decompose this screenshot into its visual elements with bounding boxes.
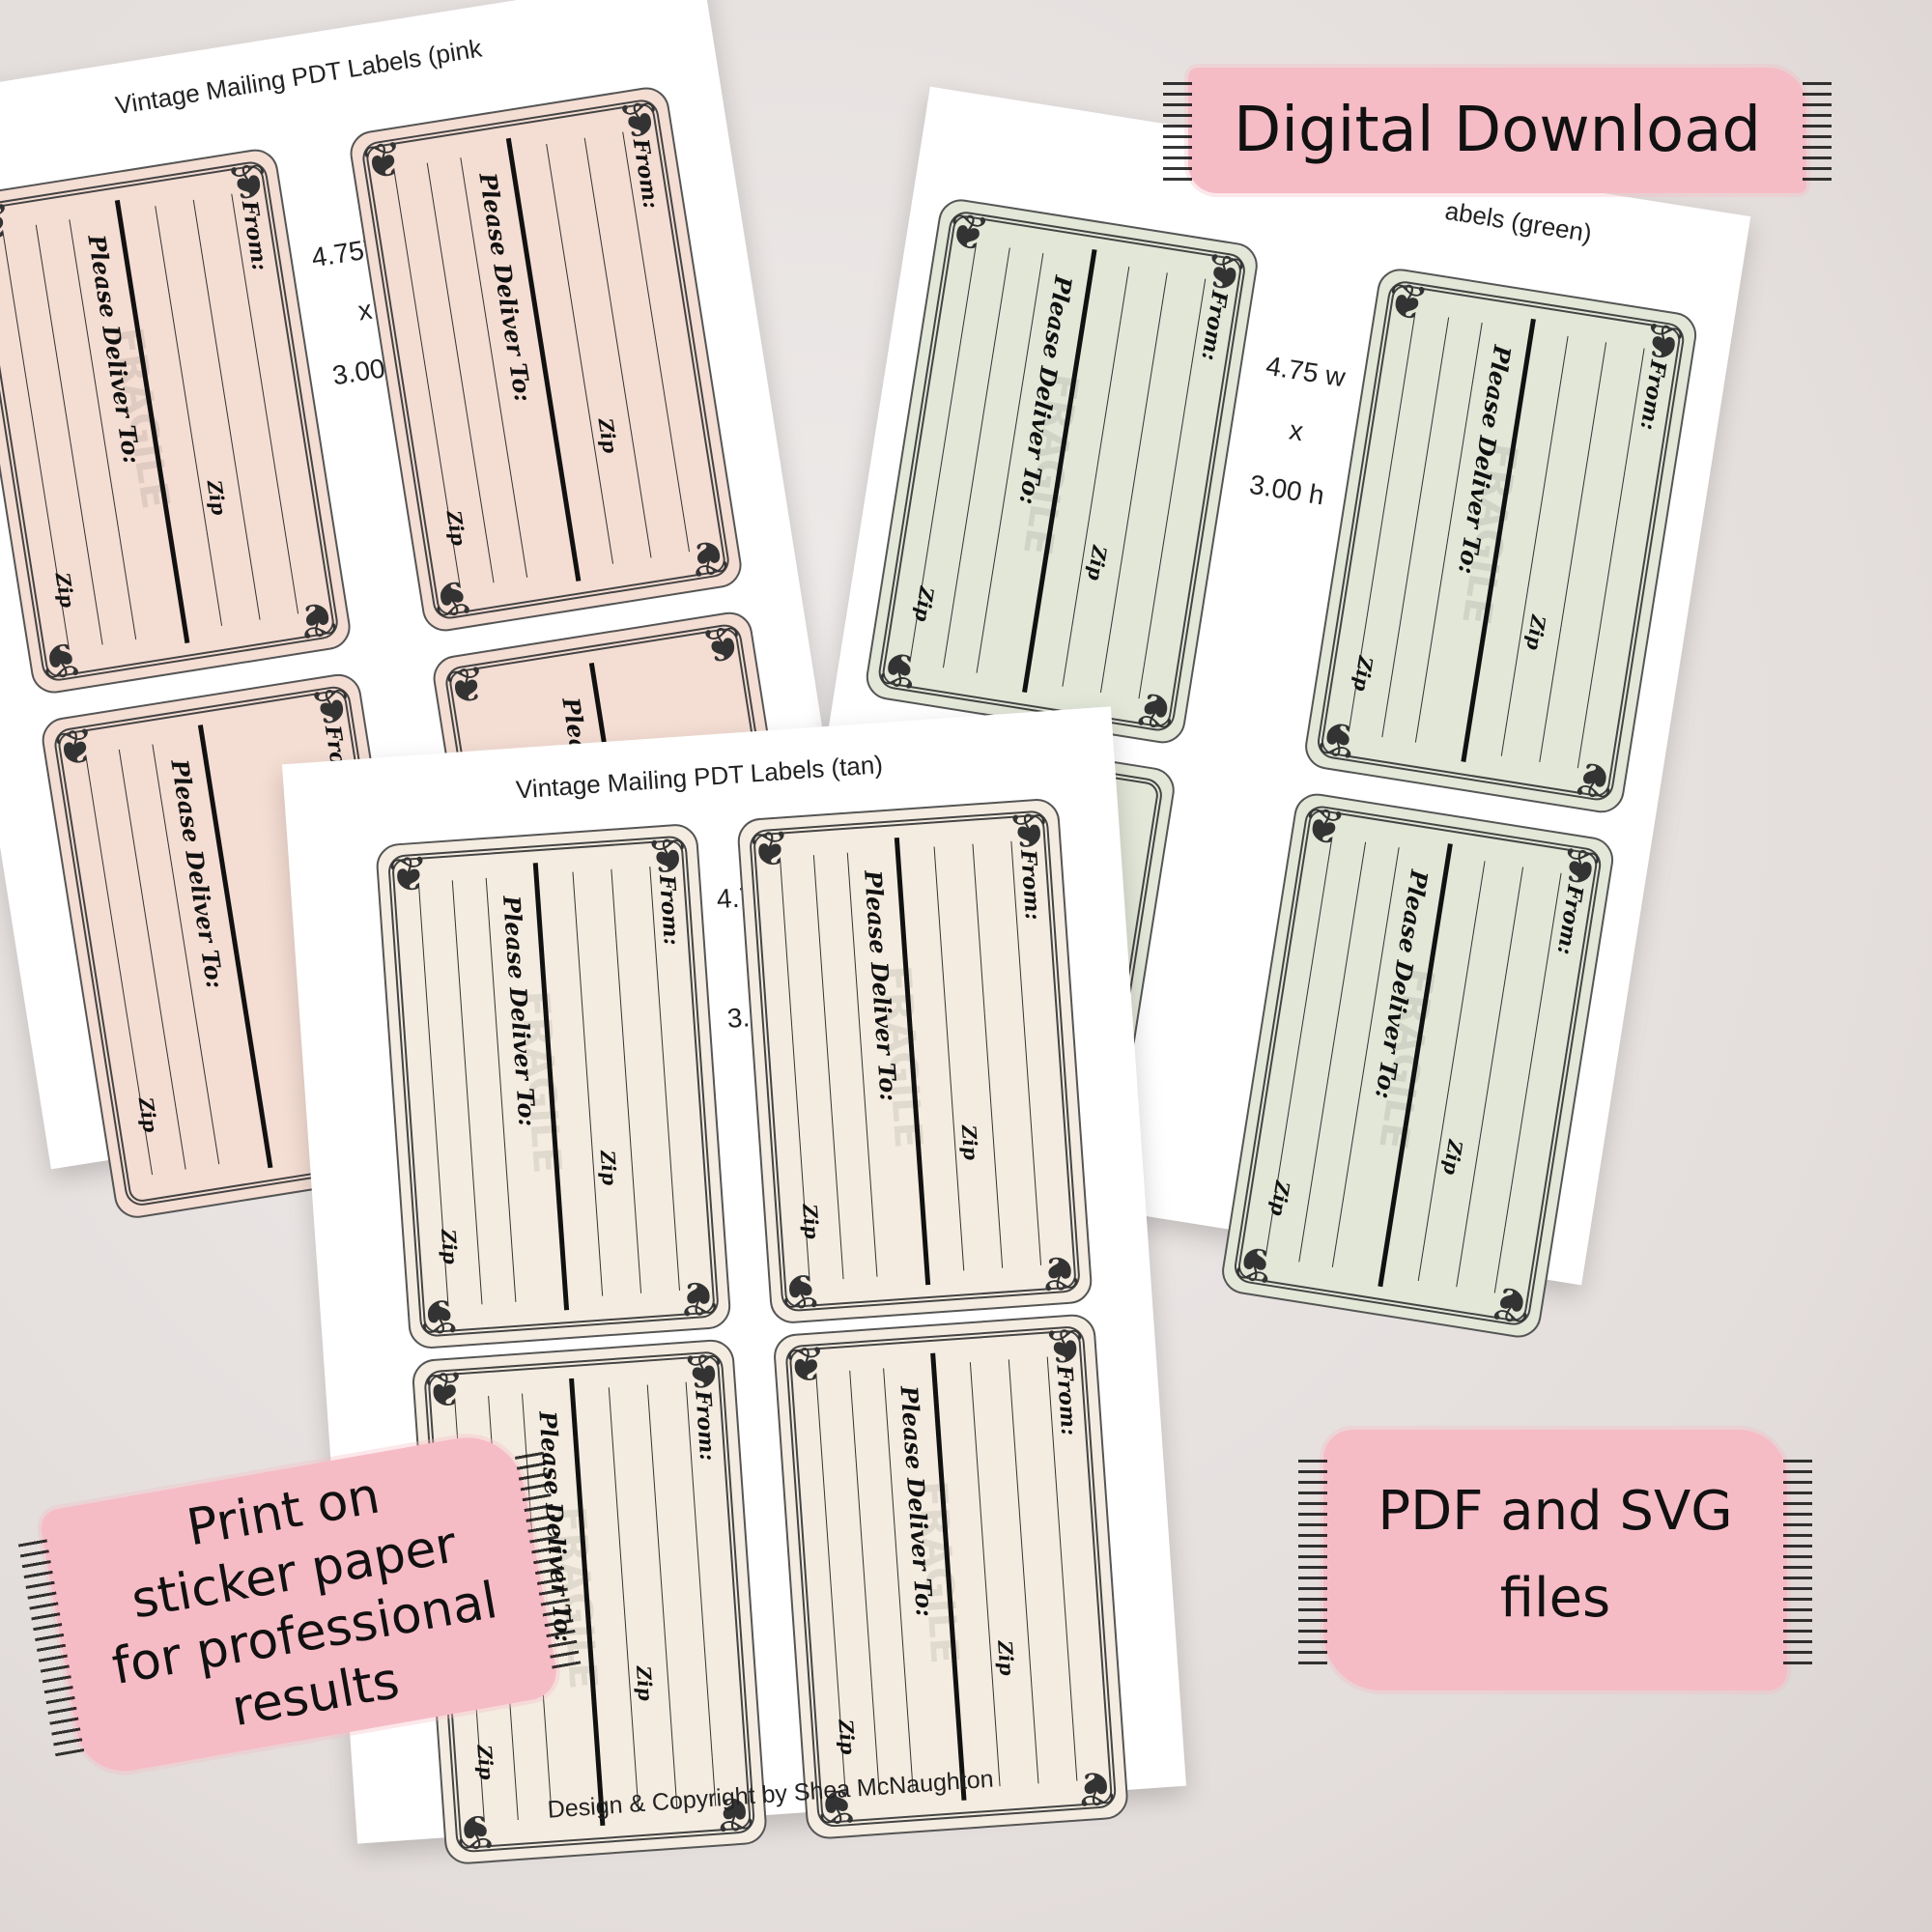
zip-label: Zip (472, 1744, 498, 1781)
zip-label: Zip (798, 1203, 824, 1240)
label-card: ❦ ❦ ❦ ❦ Please Deliver To: From: Zip Zip (347, 84, 745, 635)
flourish-icon: ❦ (697, 614, 747, 676)
label-card: ❦ ❦ ❦ ❦ FRAGILE Please Deliver To: From:… (863, 195, 1262, 747)
zip-label: Zip (993, 1639, 1019, 1677)
label-card: ❦ ❦ ❦ ❦ FRAGILE Please Deliver To: From:… (736, 797, 1094, 1325)
from-label: From: (1051, 1364, 1082, 1437)
label-card: ❦ ❦ ❦ ❦ FRAGILE Please Deliver To: From:… (0, 146, 355, 696)
flourish-icon: ❦ (944, 201, 993, 264)
flourish-icon: ❦ (1231, 1233, 1280, 1295)
flourish-icon: ❦ (1130, 679, 1180, 741)
flourish-icon: ❦ (683, 526, 733, 589)
from-label: From: (690, 1389, 721, 1463)
flourish-icon: ❦ (417, 1286, 463, 1346)
flourish-icon: ❦ (293, 588, 342, 651)
flourish-icon: ❦ (779, 1261, 824, 1321)
label-card: ❦ ❦ ❦ ❦ FRAGILE Please Deliver To: From:… (1301, 265, 1700, 816)
zip-label: Zip (632, 1664, 658, 1702)
file-formats-banner: PDF and SVG files (1298, 1430, 1812, 1690)
flourish-icon: ❦ (748, 819, 793, 879)
label-card: ❦ ❦ ❦ ❦ FRAGILE Please Deliver To: From:… (375, 822, 732, 1350)
flourish-icon: ❦ (358, 129, 409, 192)
from-label: From: (1015, 848, 1046, 922)
formats-line-2: files (1499, 1567, 1611, 1630)
flourish-icon: ❦ (1569, 749, 1619, 810)
flourish-icon: ❦ (675, 1268, 721, 1328)
flourish-icon: ❦ (1382, 270, 1433, 333)
flourish-icon: ❦ (422, 1360, 468, 1420)
zip-label: Zip (956, 1123, 983, 1161)
formats-line-1: PDF and SVG (1378, 1480, 1733, 1543)
zip-label: Zip (436, 1228, 463, 1265)
flourish-icon: ❦ (441, 655, 492, 717)
flourish-icon: ❦ (1299, 795, 1350, 858)
flourish-icon: ❦ (37, 629, 86, 692)
flourish-icon: ❦ (428, 567, 477, 629)
flourish-icon: ❦ (1486, 1273, 1536, 1336)
from-label: From: (653, 873, 684, 947)
digital-download-text: Digital Download (1233, 95, 1762, 166)
flourish-icon: ❦ (386, 845, 432, 904)
flourish-icon: ❦ (874, 639, 924, 701)
flourish-icon: ❦ (783, 1335, 829, 1395)
flourish-icon: ❦ (1314, 708, 1363, 770)
zip-label: Zip (834, 1719, 860, 1756)
flourish-icon: ❦ (1037, 1243, 1082, 1302)
digital-download-banner: Digital Download (1163, 68, 1832, 193)
flourish-icon: ❦ (50, 717, 100, 780)
zip-label: Zip (595, 1150, 622, 1186)
